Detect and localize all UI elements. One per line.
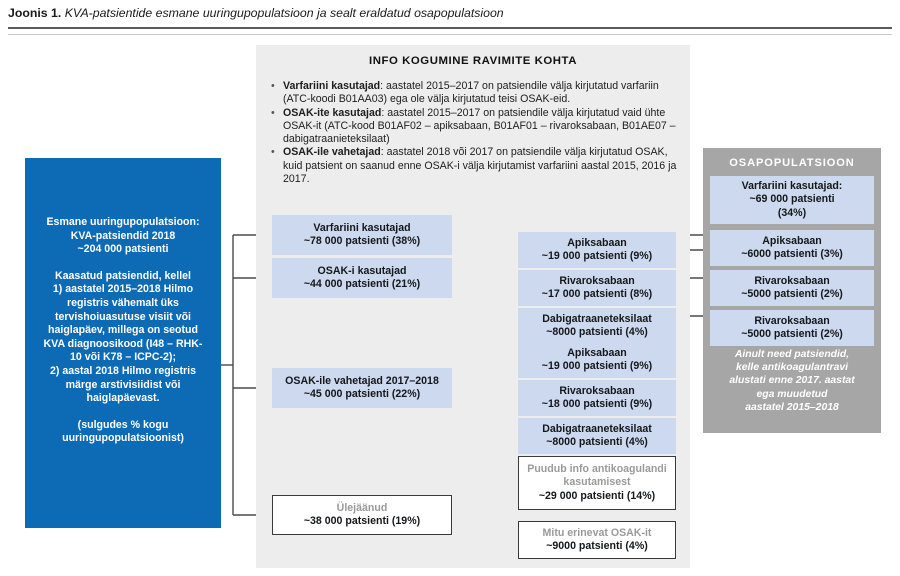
source-body-line1: Kaasatud patsiendid, kellel <box>55 269 191 282</box>
node-value: ~78 000 patsienti (38%) <box>303 235 421 247</box>
source-body-line6: KVA diagnoosikood (I48 – RHK- <box>43 337 203 350</box>
subpop-note-line3: alustati enne 2017. aastat <box>729 375 855 387</box>
info-item-term: Varfariini kasutajad <box>283 80 381 92</box>
caption-divider <box>8 27 892 29</box>
node-title: Mitu erinevat OSAK-it <box>542 526 652 539</box>
node-title: Rivaroksabaan <box>559 274 635 287</box>
node-ulejaanud: Ülejäänud ~38 000 patsienti (19%) <box>272 495 452 535</box>
node-value: ~5000 patsienti (2%) <box>741 328 843 340</box>
node-value: ~18 000 patsienti (9%) <box>541 398 653 410</box>
node-value: ~8000 patsienti (4%) <box>546 436 648 448</box>
figure-caption: Joonis 1. KVA-patsientide esmane uuringu… <box>8 5 892 21</box>
caption-label: Joonis 1. <box>8 6 62 20</box>
source-note-line2: uuringupopulatsioonist) <box>62 432 184 445</box>
node-value: ~45 000 patsienti (22%) <box>303 388 421 400</box>
caption-text: KVA-patsientide esmane uuringupopulatsio… <box>64 6 504 20</box>
subpop-rivaroksabaan: Rivaroksabaan ~5000 patsienti (2%) <box>710 270 874 306</box>
spacer <box>37 257 209 270</box>
node-title: Apiksabaan <box>762 234 822 247</box>
node-varfariini-kasutajad: Varfariini kasutajad ~78 000 patsienti (… <box>272 215 452 255</box>
node-value: ~69 000 patsienti <box>749 193 835 206</box>
node-value: ~5000 patsienti (2%) <box>741 288 843 300</box>
subpop-note-line5: aastatel 2015–2018 <box>745 401 839 413</box>
node-title: OSAK-ile vahetajad 2017–2018 <box>285 374 439 387</box>
node-title: Dabigatraaneteksilaat <box>542 422 652 435</box>
node-percent: (34%) <box>777 206 807 219</box>
info-list-item: • OSAK-ile vahetajad: aastatel 2018 või … <box>268 146 680 186</box>
node-value: ~9000 patsienti (4%) <box>546 540 648 552</box>
source-body-line5: haiglapäev, millega on seotud <box>48 324 198 337</box>
node-title: Apiksabaan <box>567 346 627 359</box>
bullet-icon: • <box>271 146 275 159</box>
node-title: Ülejäänud <box>336 501 388 514</box>
node-value: ~44 000 patsienti (21%) <box>303 278 421 290</box>
source-body-line9: märge arstivisiidist või <box>65 378 181 391</box>
info-item-body: : aastatel 2015–2017 on patsiendile välj… <box>283 106 676 146</box>
info-item-term: OSAK-ite kasutajad <box>283 106 382 119</box>
source-heading-line3: ~204 000 patsienti <box>77 243 169 256</box>
node-title: Rivaroksabaan <box>559 384 635 397</box>
source-population-box: Esmane uuringupopulatsioon: KVA-patsiend… <box>25 158 221 528</box>
node-switch-dabigatraaneteksilaat: Dabigatraaneteksilaat ~8000 patsienti (4… <box>518 418 676 454</box>
source-body-line2: 1) aastatel 2015–2018 Hilmo <box>52 283 194 296</box>
spacer <box>37 406 209 419</box>
subpop-rivaroksabaan-2: Rivaroksabaan ~5000 patsienti (2%) <box>710 310 874 346</box>
info-item-term: OSAK-ile vahetajad <box>283 146 381 159</box>
source-heading-line1: Esmane uuringupopulatsioon: <box>46 216 200 228</box>
node-value: ~17 000 patsienti (8%) <box>541 288 653 300</box>
node-value: ~29 000 patsienti (14%) <box>538 489 656 502</box>
node-users-apiksabaan: Apiksabaan ~19 000 patsienti (9%) <box>518 232 676 268</box>
subpopulation-note: Ainult need patsiendid, kelle antikoagul… <box>710 348 874 414</box>
source-note-line1: (sulgudes % kogu <box>77 418 169 431</box>
info-panel-list: • Varfariini kasutajad: aastatel 2015–20… <box>268 80 680 186</box>
info-list-item: • OSAK-ite kasutajad: aastatel 2015–2017… <box>268 107 680 147</box>
source-body-line10: haiglapäevast. <box>86 392 160 405</box>
node-users-dabigatraaneteksilaat: Dabigatraaneteksilaat ~8000 patsienti (4… <box>518 308 676 344</box>
source-body-line4: tervishoiuasutuse visiit või <box>55 310 191 323</box>
bullet-icon: • <box>271 80 275 92</box>
node-title: Rivaroksabaan <box>754 274 830 287</box>
subpop-varfariini-kasutajad: Varfariini kasutajad: ~69 000 patsienti … <box>710 176 874 224</box>
node-users-rivaroksabaan: Rivaroksabaan ~17 000 patsienti (8%) <box>518 270 676 306</box>
node-value: ~19 000 patsienti (9%) <box>541 360 653 372</box>
bullet-icon: • <box>271 106 275 119</box>
subpopulation-title: OSAPOPULATSIOON <box>729 157 855 169</box>
node-title: Rivaroksabaan <box>754 314 830 327</box>
source-body-line8: 2) aastal 2018 Hilmo registris <box>49 364 197 377</box>
node-title: OSAK-i kasutajad <box>317 264 407 277</box>
info-item-body: : aastatel 2018 või 2017 on patsiendile … <box>283 146 677 186</box>
node-osakile-vahetajad: OSAK-ile vahetajad 2017–2018 ~45 000 pat… <box>272 368 452 408</box>
subpop-note-line4: ega muudetud <box>756 388 828 400</box>
node-value: ~8000 patsienti (4%) <box>546 326 648 338</box>
source-body-line7: 10 või K78 – ICPC-2); <box>70 351 176 364</box>
info-panel-title: INFO KOGUMINE RAVIMITE KOHTA <box>369 55 577 67</box>
source-body-line3: registris vähemalt üks <box>67 296 179 309</box>
node-value: ~38 000 patsienti (19%) <box>303 515 421 527</box>
node-osaki-kasutajad: OSAK-i kasutajad ~44 000 patsienti (21%) <box>272 258 452 298</box>
node-rest-puudub-info: Puudub info antikoagulandi kasutamisest … <box>518 456 676 510</box>
subpop-apiksabaan: Apiksabaan ~6000 patsienti (3%) <box>710 230 874 266</box>
subpop-note-line1: Ainult need patsiendid, <box>734 349 850 360</box>
node-title: Puudub info antikoagulandi kasutamisest <box>527 462 667 489</box>
node-title: Varfariini kasutajad: <box>741 179 843 192</box>
node-switch-rivaroksabaan: Rivaroksabaan ~18 000 patsienti (9%) <box>518 380 676 416</box>
node-value: ~6000 patsienti (3%) <box>741 248 843 260</box>
node-title: Apiksabaan <box>567 236 627 249</box>
node-title: Dabigatraaneteksilaat <box>542 312 652 325</box>
node-switch-apiksabaan: Apiksabaan ~19 000 patsienti (9%) <box>518 342 676 378</box>
info-list-item: • Varfariini kasutajad: aastatel 2015–20… <box>268 80 680 107</box>
caption-divider-secondary <box>8 34 892 35</box>
subpop-note-line2: kelle antikoagulantravi <box>735 362 849 374</box>
node-rest-mitu-erinevat-osakit: Mitu erinevat OSAK-it ~9000 patsienti (4… <box>518 521 676 559</box>
info-item-body: : aastatel 2015–2017 on patsiendile välj… <box>283 80 659 106</box>
source-heading-line2: KVA-patsiendid 2018 <box>70 229 176 242</box>
node-title: Varfariini kasutajad <box>313 221 411 234</box>
node-value: ~19 000 patsienti (9%) <box>541 250 653 262</box>
